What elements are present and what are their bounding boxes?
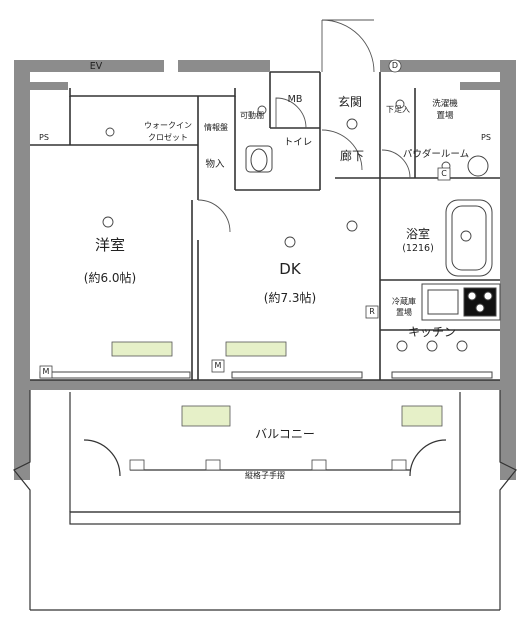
walkin-line1: ウォークイン — [144, 121, 192, 130]
kitchen-label: キッチン — [407, 325, 457, 339]
mark-d: D — [391, 61, 399, 70]
washer-line2: 置場 — [436, 111, 454, 121]
washer-area-label-2: 置場 — [420, 112, 470, 121]
railing-label: 縦格子手摺 — [245, 471, 285, 480]
toilet-label: トイレ — [283, 137, 313, 148]
structural-walls — [14, 60, 516, 480]
corridor-label: 廊下 — [339, 149, 365, 163]
ev-label: EV — [89, 61, 103, 72]
railing-posts — [129, 459, 407, 471]
bath-size: (1216) — [402, 243, 434, 254]
door-swings — [197, 19, 411, 233]
fridge-line2: 置場 — [396, 308, 412, 317]
walkin-line2: クロゼット — [148, 133, 188, 142]
dk-size: (約7.3帖) — [263, 291, 317, 305]
western-room-label: 洋室 — [94, 236, 126, 254]
ps-right-label: PS — [481, 133, 491, 142]
shoe-box-label: 下足入 — [386, 105, 410, 114]
ac-units — [111, 341, 443, 427]
bath-fixtures — [245, 145, 493, 277]
mark-boxes — [39, 59, 451, 379]
mb-label: MB — [287, 94, 303, 105]
entrance-label: 玄関 — [337, 95, 363, 109]
mark-r: R — [369, 307, 375, 316]
storage-label: 物入 — [205, 159, 225, 170]
balcony-label: バルコニー — [255, 427, 315, 441]
washer-line1: 洗濯機 — [432, 99, 458, 109]
mark-m-left: M — [42, 367, 50, 376]
info-panel-label: 情報盤 — [204, 123, 228, 132]
fridge-line1: 冷蔵庫 — [392, 297, 416, 306]
window-frames — [39, 371, 493, 379]
balcony-outline — [13, 390, 517, 611]
movable-shelf-label: 可動棚 — [240, 111, 264, 120]
mark-c: C — [441, 169, 447, 178]
powder-room-label: パウダールーム — [402, 149, 470, 160]
dk-label: DK — [279, 260, 301, 278]
mark-m-right: M — [214, 361, 222, 370]
ps-left-label: PS — [39, 133, 49, 142]
western-room-size: (約6.0帖) — [83, 271, 137, 285]
interior-walls — [30, 71, 500, 381]
bath-label: 浴室 — [405, 227, 431, 241]
kitchen-counter — [421, 283, 501, 321]
washer-area-label: 洗濯機 — [420, 100, 470, 109]
